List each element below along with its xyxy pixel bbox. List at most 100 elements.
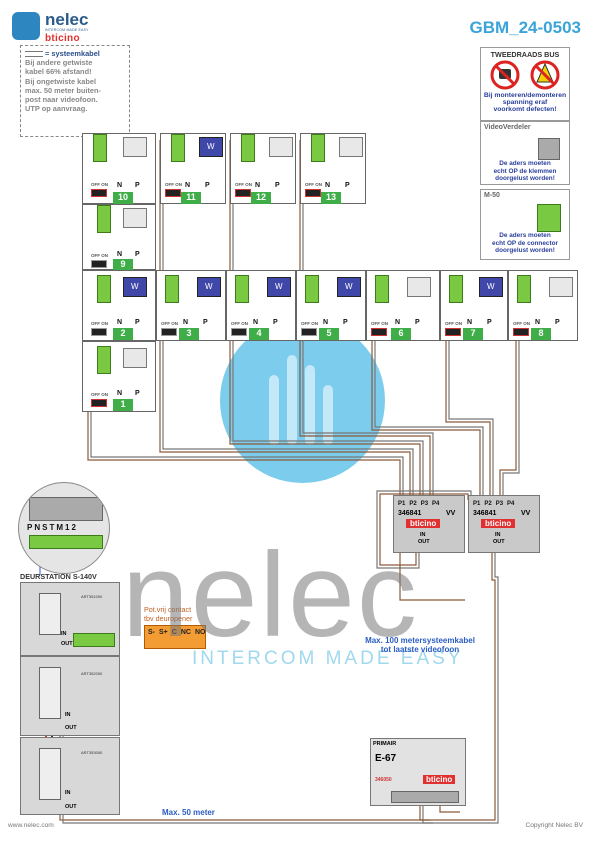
terminal-block-icon (241, 134, 255, 162)
monitor-number-6: 6 (391, 328, 411, 340)
relay-title-line1: Pot.vrij contact (144, 605, 192, 614)
distributor-model: 346841 (473, 510, 497, 517)
relay-terminal-block[interactable]: S- S+ C NC NO (144, 625, 206, 649)
offon-switch[interactable] (235, 189, 251, 197)
splitter-terminal-icon (538, 138, 560, 160)
pin-p1: P1 (473, 501, 481, 507)
p-label: P (555, 319, 560, 326)
monitor-number-10: 10 (113, 192, 133, 204)
door-station-module-1[interactable]: IN OUT ART351000 (20, 582, 120, 656)
zoom-terminal-2: 2 (71, 523, 76, 532)
monitor-screen-icon (269, 137, 293, 157)
legend-line2: Bij andere getwiste (25, 58, 93, 68)
pin-p1: P1 (398, 501, 406, 507)
max100-line1: Max. 100 metersysteemkabel (365, 636, 475, 645)
offon-switch[interactable] (165, 189, 181, 197)
pin-p3: P3 (495, 501, 504, 507)
offon-switch[interactable] (231, 328, 247, 336)
monitor-unit-10[interactable]: OFF ON N P 10 (82, 133, 156, 204)
distributor-model: 346841 (398, 510, 422, 517)
logo-tagline: INTERCOM MADE EASY (45, 28, 89, 32)
p-label: P (415, 319, 420, 326)
video-splitter-line2: echt OP de klemmen (493, 167, 557, 175)
p-label: P (135, 251, 140, 258)
offon-switch[interactable] (91, 189, 107, 197)
distributor-in: IN (495, 532, 501, 538)
video-splitter-line3: doorgelust worden! (495, 175, 555, 182)
offon-switch[interactable] (301, 328, 317, 336)
video-distributor-1[interactable]: P1 P2 P3 P4 346841 VV bticino IN OUT (393, 495, 465, 553)
document-id: GBM_24-0503 (469, 18, 581, 37)
terminal-zoom-detail: P N S T M 1 2 (18, 482, 110, 574)
monitor-unit-13[interactable]: OFF ON N P 13 (300, 133, 366, 204)
monitor-unit-3[interactable]: W OFF ON N P 3 (156, 270, 226, 341)
zoom-terminal-p: P (27, 523, 33, 532)
psu-primair-label: PRIMAIR (373, 741, 397, 747)
offon-label: OFF ON (161, 321, 178, 326)
monitor-number-8: 8 (531, 328, 551, 340)
offon-switch[interactable] (445, 328, 461, 336)
module-art-3: ART353000 (81, 750, 103, 755)
module-in-label: IN (65, 790, 71, 796)
offon-label: OFF ON (235, 182, 252, 187)
screen-w-label: W (345, 282, 353, 291)
monitor-number-4: 4 (249, 328, 269, 340)
footer-website[interactable]: www.nelec.com (8, 822, 54, 829)
monitor-screen-icon: W (197, 277, 221, 297)
terminal-block-icon (305, 275, 319, 303)
offon-label: OFF ON (513, 321, 530, 326)
monitor-unit-5[interactable]: W OFF ON N P 5 (296, 270, 366, 341)
m50-title: M-50 (484, 192, 500, 199)
screen-w-label: W (131, 282, 139, 291)
terminal-block-icon (165, 275, 179, 303)
n-label: N (117, 251, 123, 258)
terminal-block-icon (517, 275, 531, 303)
pin-p4: P4 (432, 501, 440, 507)
offon-switch[interactable] (91, 260, 107, 268)
monitor-unit-12[interactable]: OFF ON N P 12 (230, 133, 296, 204)
monitor-unit-9[interactable]: OFF ON N P 9 (82, 204, 156, 271)
offon-switch[interactable] (305, 189, 321, 197)
offon-switch[interactable] (91, 399, 107, 407)
module-art-2: ART352000 (81, 671, 103, 676)
monitor-screen-icon (339, 137, 363, 157)
n-label: N (117, 390, 123, 397)
nelec-logo[interactable]: nelec INTERCOM MADE EASY bticino (12, 10, 112, 44)
terminal-block-icon (375, 275, 389, 303)
p-label: P (135, 390, 140, 397)
offon-switch[interactable] (161, 328, 177, 336)
door-station-module-3[interactable]: IN OUT ART353000 (20, 737, 120, 815)
offon-switch[interactable] (513, 328, 529, 336)
module-out-label: OUT (65, 725, 77, 731)
monitor-unit-11[interactable]: W OFF ON N P 11 (160, 133, 226, 204)
warning-line1: Bij monteren/demonteren (483, 92, 567, 99)
legend-line3: kabel 66% afstand! (25, 67, 92, 77)
offon-label: OFF ON (371, 321, 388, 326)
monitor-unit-4[interactable]: W OFF ON N P 4 (226, 270, 296, 341)
offon-switch[interactable] (371, 328, 387, 336)
relay-c: C (171, 629, 177, 636)
distributor-out: OUT (493, 539, 505, 545)
monitor-unit-6[interactable]: OFF ON N P 6 (366, 270, 440, 341)
zoom-terminal-s: S (42, 523, 48, 532)
video-distributor-2[interactable]: P1 P2 P3 P4 346841 VV bticino IN OUT (468, 495, 540, 553)
door-station-module-2[interactable]: IN OUT ART352000 (20, 656, 120, 736)
watermark-word: nelec (122, 528, 419, 662)
terminal-block-icon (311, 134, 325, 162)
module-out-label: OUT (65, 804, 77, 810)
monitor-screen-icon (123, 137, 147, 157)
p-label: P (273, 319, 278, 326)
zoom-terminal-t: T (49, 523, 55, 532)
n-label: N (253, 319, 259, 326)
power-supply-e67[interactable]: PRIMAIR E-67 346050 bticino (370, 738, 466, 806)
monitor-screen-icon (123, 208, 147, 228)
cable-legend: = systeemkabel Bij andere getwiste kabel… (20, 45, 130, 137)
monitor-unit-7[interactable]: W OFF ON N P 7 (440, 270, 508, 341)
zoom-terminal-n: N (34, 523, 41, 532)
monitor-unit-2[interactable]: W OFF ON N P 2 (82, 270, 156, 341)
monitor-unit-8[interactable]: OFF ON N P 8 (508, 270, 578, 341)
pin-p2: P2 (484, 501, 492, 507)
monitor-unit-1[interactable]: OFF ON N P 1 (82, 341, 156, 412)
offon-switch[interactable] (91, 328, 107, 336)
p-label: P (345, 182, 350, 189)
